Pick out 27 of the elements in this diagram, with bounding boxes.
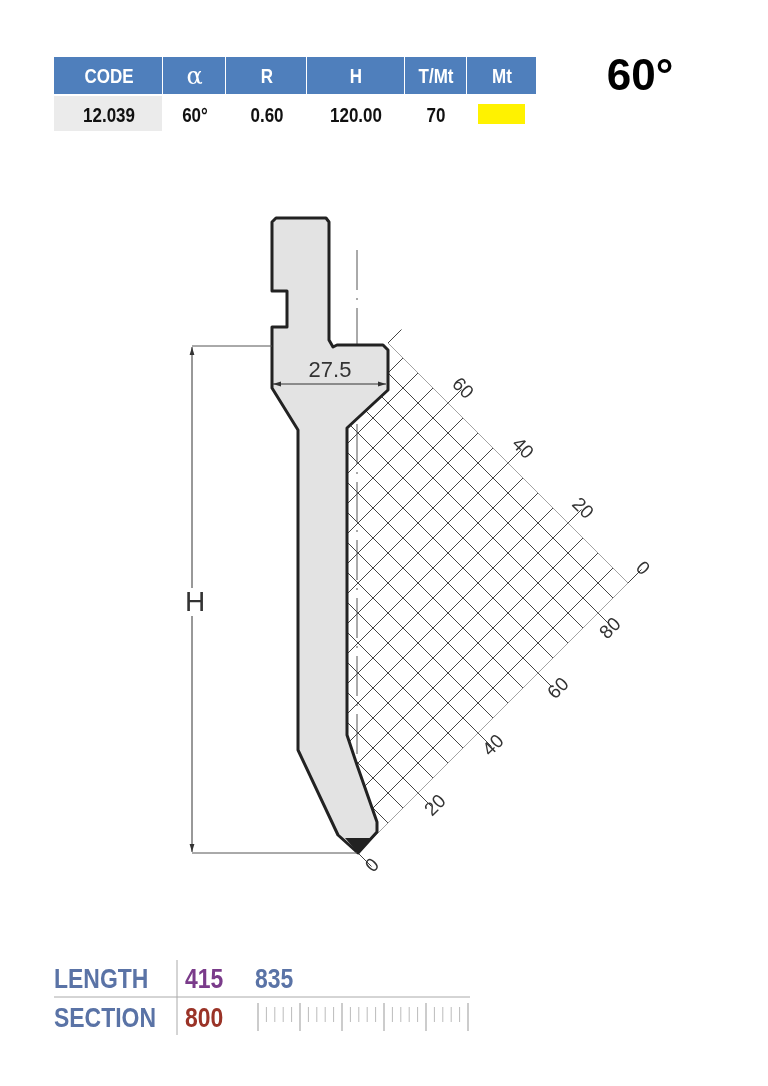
table-value: 60°: [181, 105, 208, 125]
table-value: 120.00: [330, 105, 382, 125]
table-value: 70: [426, 105, 446, 125]
length-value: 835: [255, 965, 294, 993]
scale-number: 60: [448, 373, 478, 403]
scale-number: 60: [543, 673, 573, 703]
length-value: 415: [185, 965, 224, 993]
scale-number: 20: [420, 790, 450, 820]
scale-number: 0: [632, 557, 654, 579]
column-header: H: [349, 66, 363, 86]
row-label: LENGTH: [54, 965, 149, 993]
table-value: 12.039: [82, 105, 135, 125]
column-header: T/Mt: [418, 66, 454, 86]
title: 60°: [606, 53, 674, 97]
scale-number: 40: [478, 730, 508, 760]
scale-number: 0: [361, 854, 383, 876]
scale-number: 20: [568, 493, 598, 523]
column-header: α: [186, 64, 203, 88]
scale-number: 40: [508, 433, 538, 463]
column-header: CODE: [83, 66, 134, 86]
column-header: R: [260, 66, 273, 86]
section-value: 800: [185, 1004, 224, 1032]
dimension-value: 27.5: [308, 359, 352, 381]
table-value: 0.60: [249, 105, 284, 125]
row-label: SECTION: [54, 1004, 156, 1032]
scale-number: 80: [595, 613, 625, 643]
column-header: Mt: [492, 66, 512, 86]
